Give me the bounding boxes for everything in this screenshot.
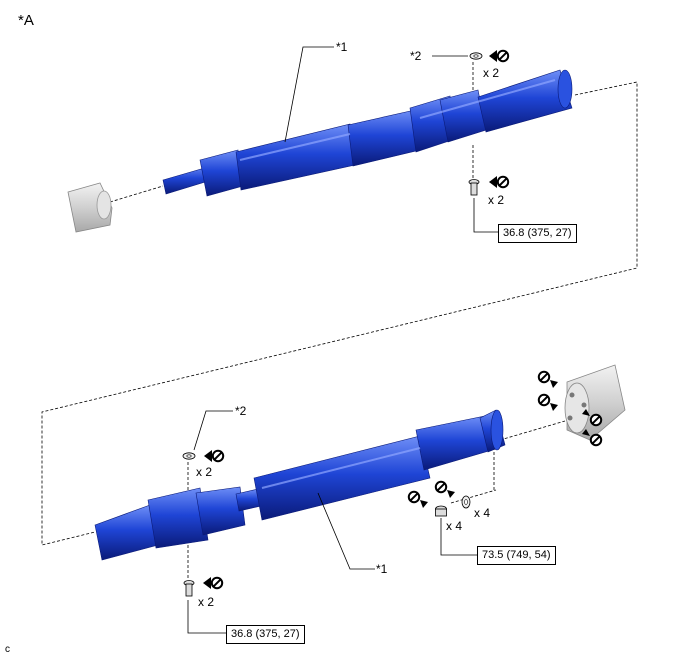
do-not-reuse-icon [489,49,510,63]
do-not-reuse-icon [489,175,510,189]
propeller-shaft-top [162,69,573,197]
callout-washer-top: *2 [410,49,422,63]
nut [435,505,447,517]
do-not-reuse-icon [537,370,603,447]
qty-bolt-top: x 2 [488,193,505,207]
callout-shaft-bottom: *1 [376,562,388,576]
qty-washer-flange: x 4 [474,506,491,520]
washer-top [469,52,483,60]
callout-shaft-top: *1 [336,40,348,54]
leader-lines-bottom [187,410,477,634]
qty-washer-top: x 2 [483,66,500,80]
washer-flange [461,495,471,509]
torque-bolt-bottom: 36.8 (375, 27) [226,625,305,644]
qty-bolt-bottom: x 2 [198,595,215,609]
washer-bottom [182,452,196,460]
callout-washer-bottom: *2 [235,404,247,418]
leader-lines-top [284,46,498,233]
bolt-bottom [183,580,195,597]
do-not-reuse-icon [203,576,224,590]
differential-flange [564,364,626,441]
bolt-top [468,179,480,196]
torque-nut: 73.5 (749, 54) [477,546,556,565]
transmission-flange-top [67,182,113,233]
qty-washer-bottom: x 2 [196,465,213,479]
corner-mark: c [5,644,10,655]
qty-nut: x 4 [446,519,463,533]
do-not-reuse-icon [407,480,455,508]
view-label: *A [18,12,34,29]
torque-bolt-top: 36.8 (375, 27) [498,224,577,243]
propeller-shaft-bottom [94,409,506,561]
do-not-reuse-icon [204,449,225,463]
